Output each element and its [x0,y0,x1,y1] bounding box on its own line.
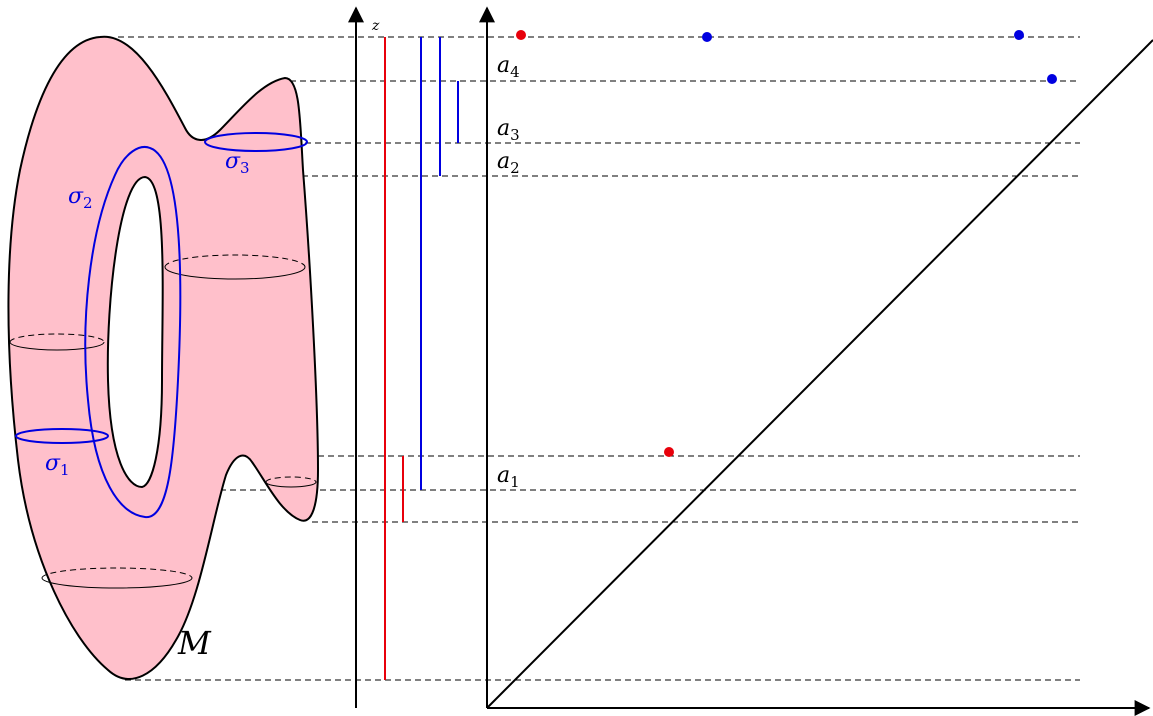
barcode [384,37,459,680]
red-point-middle [664,447,674,457]
sigma1-cycle [15,428,109,444]
cycles [15,132,308,519]
blue-point-2 [1014,30,1024,40]
cross-section-upper-front [164,266,306,280]
cross-sections [9,254,317,589]
blue-point-3 [1047,74,1057,84]
level-labels: a4 a3 a2 a1 [497,53,520,491]
cross-section-small-back [265,476,317,483]
manifold-label: M [177,624,212,662]
red-point-top [516,30,526,40]
sigma3-label: σ3 [225,149,250,177]
cross-section-small-front [265,481,317,488]
cross-section-upper-back [164,254,306,268]
cross-section-left-back [9,333,105,343]
a2-label: a2 [497,149,520,177]
surface-hole [106,175,164,489]
z-axis-label: z [371,18,380,34]
persistence-points [516,30,1057,457]
surface-outline [7,35,320,680]
blue-point-1 [702,32,712,42]
sigma3-cycle [204,132,308,152]
a1-label: a1 [497,463,520,491]
persistence-axes [479,6,1153,716]
diagonal-line [486,39,1153,709]
a4-label: a4 [497,53,520,81]
a3-label: a3 [497,116,520,144]
cross-section-bottom-back [41,567,193,579]
cross-section-bottom-front [41,577,193,589]
surface-m: σ1 σ2 σ3 M [7,35,320,680]
z-axis: z [348,6,380,708]
sigma2-label: σ2 [68,184,93,212]
cross-section-left-front [9,341,105,351]
sigma1-label: σ1 [45,451,70,479]
sigma2-cycle [84,146,182,519]
